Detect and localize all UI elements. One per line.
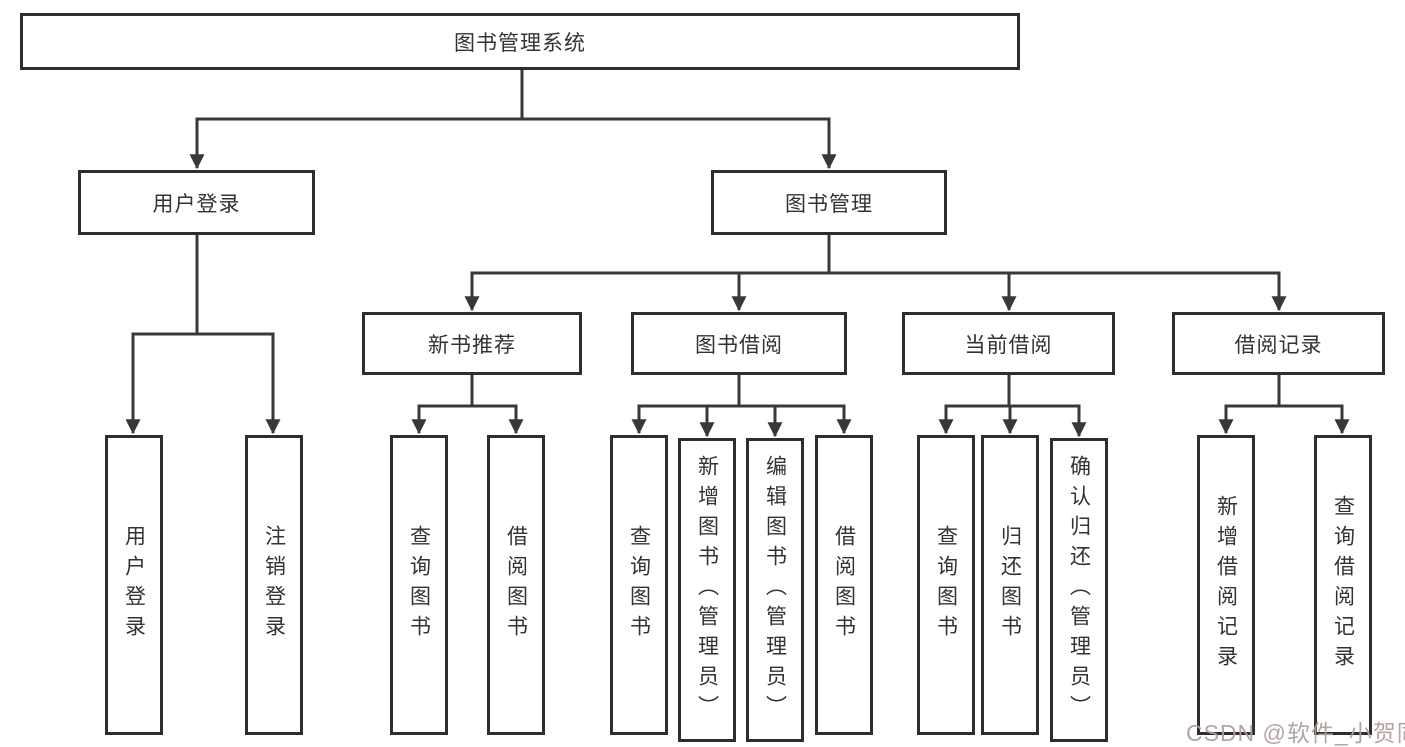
leaf-label: 查询图书	[627, 525, 651, 645]
node-new-book-recommend: 新书推荐	[362, 312, 582, 375]
leaf-edit-book-admin: 编辑图书（管理员）	[746, 438, 804, 742]
leaf-borrow-books-recommend: 借阅图书	[487, 435, 545, 735]
leaf-label: 归还图书	[998, 525, 1022, 645]
leaf-label: 新增图书（管理员）	[695, 455, 719, 725]
leaf-user-login: 用户登录	[105, 435, 163, 735]
csdn-watermark: CSDN @软件_小贺同学	[1186, 720, 1405, 746]
node-borrow-records: 借阅记录	[1172, 312, 1385, 375]
node-label: 图书管理	[785, 192, 873, 216]
leaf-confirm-return-admin: 确认归还（管理员）	[1050, 438, 1108, 742]
node-user-login: 用户登录	[78, 170, 315, 235]
node-book-management: 图书管理	[711, 170, 947, 235]
leaf-label: 查询图书	[407, 525, 431, 645]
leaf-label: 借阅图书	[832, 525, 856, 645]
node-label: 图书管理系统	[454, 31, 586, 55]
leaf-add-book-admin: 新增图书（管理员）	[678, 438, 736, 742]
node-library-management-system: 图书管理系统	[20, 13, 1020, 70]
leaf-query-books-borrow: 查询图书	[610, 435, 668, 735]
node-label: 新书推荐	[428, 333, 516, 357]
leaf-query-borrow-record: 查询借阅记录	[1314, 435, 1372, 735]
node-current-borrow: 当前借阅	[902, 312, 1115, 375]
node-label: 图书借阅	[695, 333, 783, 357]
node-label: 借阅记录	[1234, 333, 1323, 357]
leaf-label: 编辑图书（管理员）	[763, 455, 787, 725]
leaf-return-books: 归还图书	[981, 435, 1039, 735]
leaf-label: 注销登录	[262, 525, 286, 645]
leaf-label: 查询图书	[934, 525, 958, 645]
node-book-borrow: 图书借阅	[631, 312, 847, 375]
leaf-label: 确认归还（管理员）	[1067, 455, 1091, 725]
leaf-logout: 注销登录	[245, 435, 303, 735]
leaf-label: 查询借阅记录	[1331, 495, 1355, 675]
node-label: 当前借阅	[964, 333, 1053, 357]
leaf-query-books-recommend: 查询图书	[390, 435, 448, 735]
leaf-borrow-books: 借阅图书	[815, 435, 873, 735]
leaf-label: 新增借阅记录	[1214, 495, 1238, 675]
leaf-label: 借阅图书	[504, 525, 528, 645]
leaf-label: 用户登录	[122, 525, 146, 645]
leaf-query-books-current: 查询图书	[917, 435, 975, 735]
node-label: 用户登录	[152, 192, 241, 216]
leaf-add-borrow-record: 新增借阅记录	[1197, 435, 1255, 735]
